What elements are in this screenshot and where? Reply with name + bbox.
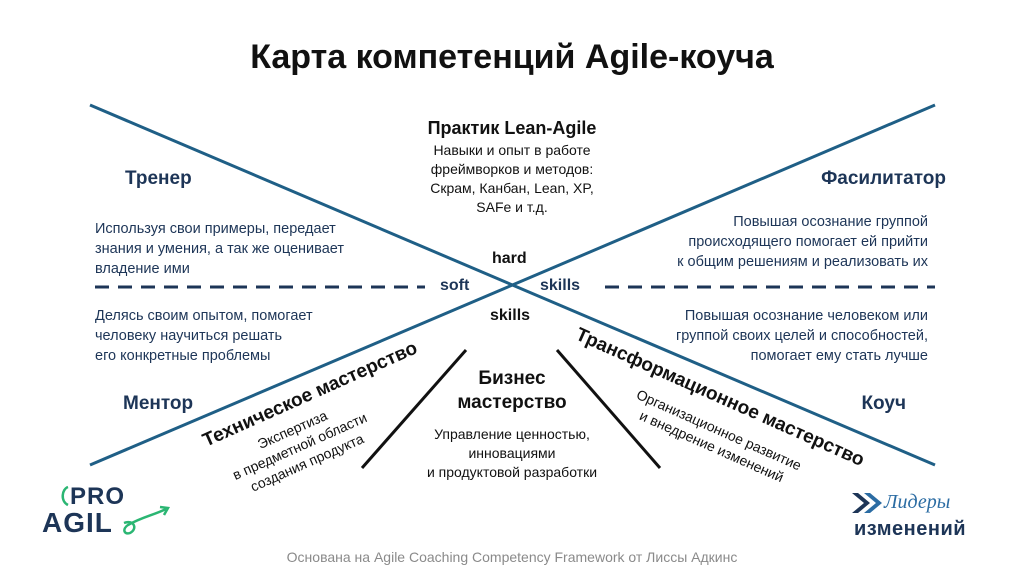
technical-mastery-heading-wrap: Техническое мастерство xyxy=(160,338,460,452)
heading-line: Бизнес xyxy=(478,368,546,389)
desc-line: его конкретные проблемы xyxy=(95,348,271,364)
logo-changes-text: изменений xyxy=(854,518,967,540)
desc-line: Делясь своим опытом, помогает xyxy=(95,308,313,324)
page-title: Карта компетенций Agile-коуча xyxy=(250,38,774,76)
role-coach-description: Повышая осознание человеком или группой … xyxy=(676,306,928,366)
desc-line: группой своих целей и способностей, xyxy=(675,328,928,344)
desc-line: Управление ценностью, xyxy=(434,426,590,442)
center-line: фреймворков и методов: xyxy=(430,161,594,177)
leaders-of-change-logo: Лидеры изменений xyxy=(850,490,990,545)
role-trainer-title: Тренер xyxy=(125,168,192,189)
center-heading: Практик Lean-Agile xyxy=(427,118,597,138)
soft-skills-label: soft xyxy=(440,277,470,294)
desc-line: Повышая осознание человеком или xyxy=(684,308,928,324)
desc-line: Используя свои примеры, передает xyxy=(95,221,336,237)
desc-line: владение ими xyxy=(95,261,190,277)
logo-chevron-icon xyxy=(852,493,882,513)
hard-skills-label: hard xyxy=(492,250,527,267)
desc-line: помогает ему стать лучше xyxy=(750,348,928,364)
desc-line: происходящего помогает ей прийти xyxy=(688,234,928,250)
divider-technical-business xyxy=(360,349,468,469)
technical-mastery-description-wrap: Экспертиза в предметной области создания… xyxy=(200,407,400,495)
footer-source: Основана на Agile Coaching Competency Fr… xyxy=(286,549,738,565)
desc-line: Повышая осознание группой xyxy=(733,214,928,230)
role-facilitator-description: Повышая осознание группой происходящего … xyxy=(677,212,928,272)
role-mentor-title: Ментор xyxy=(123,393,194,414)
desc-line: инновациями xyxy=(468,445,556,461)
business-mastery-description: Управление ценностью, инновациями и прод… xyxy=(400,425,624,482)
logo-swirl-icon xyxy=(61,485,171,535)
divider-business-transformation xyxy=(555,349,662,469)
diagonal-line-right-to-left xyxy=(89,103,936,467)
skills-label-bottom: skills xyxy=(490,307,531,324)
center-description: Навыки и опыт в работе фреймворков и мет… xyxy=(362,141,662,217)
role-trainer-description: Используя свои примеры, передает знания … xyxy=(95,219,344,279)
desc-line: к общим решениям и реализовать их xyxy=(677,254,928,270)
desc-line: и продуктовой разработки xyxy=(426,464,598,480)
logo-leaders-text: Лидеры xyxy=(884,491,951,513)
center-line: Навыки и опыт в работе xyxy=(433,142,591,158)
role-mentor-description: Делясь своим опытом, помогает человеку н… xyxy=(95,306,313,366)
center-line: Скрам, Канбан, Lean, XP, xyxy=(430,180,594,196)
business-mastery-heading: Бизнес мастерство xyxy=(432,367,592,415)
role-coach-title: Коуч xyxy=(861,393,906,414)
role-facilitator-title: Фасилитатор xyxy=(821,168,946,189)
logo-agil-text: AGIL xyxy=(42,507,113,538)
center-line: SAFe и т.д. xyxy=(476,199,548,215)
desc-line: знания и умения, а так же оценивает xyxy=(95,241,344,257)
pro-agile-logo: PRO AGIL xyxy=(42,483,182,543)
skills-label-right: skills xyxy=(540,277,581,294)
heading-line: мастерство xyxy=(457,392,567,413)
logo-pro-text: PRO xyxy=(70,483,126,510)
transformation-mastery-heading-wrap: Трансформационное мастерство xyxy=(545,324,895,471)
transformation-mastery-description-wrap: Организационное развитие и внедрение изм… xyxy=(605,386,825,485)
desc-line: человеку научиться решать xyxy=(95,328,283,344)
